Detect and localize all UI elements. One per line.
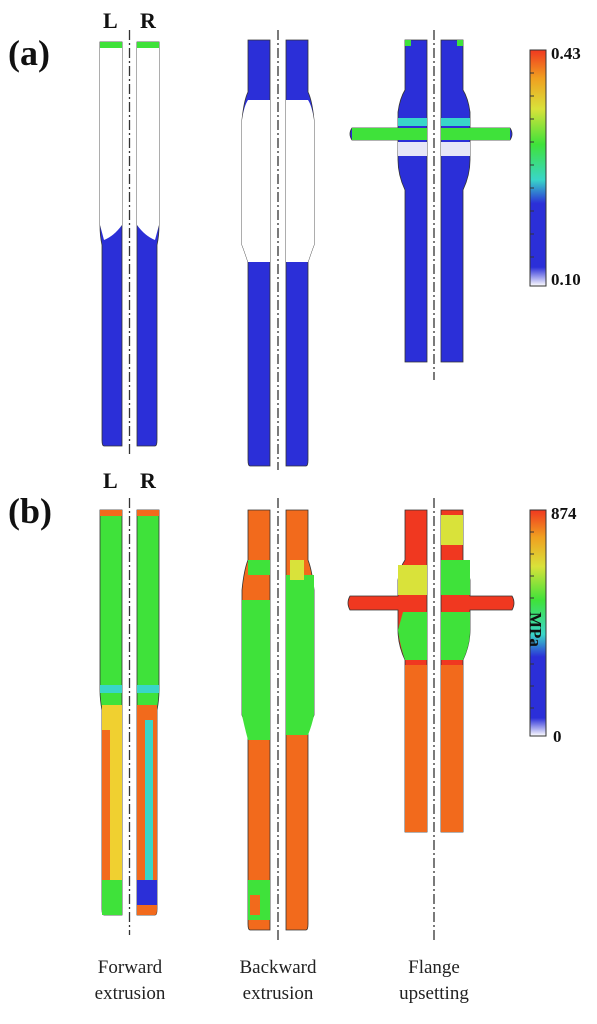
left-side-label-b: L: [103, 468, 118, 493]
panel-b-forward-extrusion: [99, 509, 160, 916]
part-a3-right: [440, 39, 513, 363]
colorbar-a: [529, 49, 547, 287]
panel-a-forward-extrusion: [99, 41, 160, 447]
colorbar-a-min: 0.10: [551, 270, 581, 289]
panel-b-flange-upsetting: [347, 509, 515, 833]
panel-a-backward-extrusion: [241, 39, 315, 467]
right-side-label-a: R: [140, 8, 156, 33]
colorbar-b-min: 0: [553, 727, 562, 746]
left-side-label-a: L: [103, 8, 118, 33]
caption-forward-line2: extrusion: [94, 983, 166, 1004]
caption-backward-line1: Backward: [239, 957, 317, 978]
caption-flange-line2: upsetting: [399, 983, 469, 1004]
right-side-label-b: R: [140, 468, 156, 493]
part-a3-left: [349, 39, 428, 363]
panel-label-b: (b): [8, 491, 52, 531]
caption-forward-extrusion: Forward extrusion: [60, 955, 200, 1007]
caption-flange-upsetting: Flange upsetting: [364, 955, 504, 1007]
colorbar-b-max: 874: [551, 504, 577, 523]
panel-label-a: (a): [8, 33, 50, 73]
colorbar-b-unit: MPa: [526, 612, 545, 647]
caption-backward-extrusion: Backward extrusion: [208, 955, 348, 1007]
colorbar-b: [529, 509, 547, 737]
colorbar-a-max: 0.43: [551, 44, 581, 63]
panel-b-backward-extrusion: [241, 509, 315, 931]
caption-backward-line2: extrusion: [242, 983, 314, 1004]
caption-forward-line1: Forward: [97, 957, 163, 978]
panel-a-flange-upsetting: [349, 39, 513, 363]
caption-flange-line1: Flange: [408, 957, 460, 978]
